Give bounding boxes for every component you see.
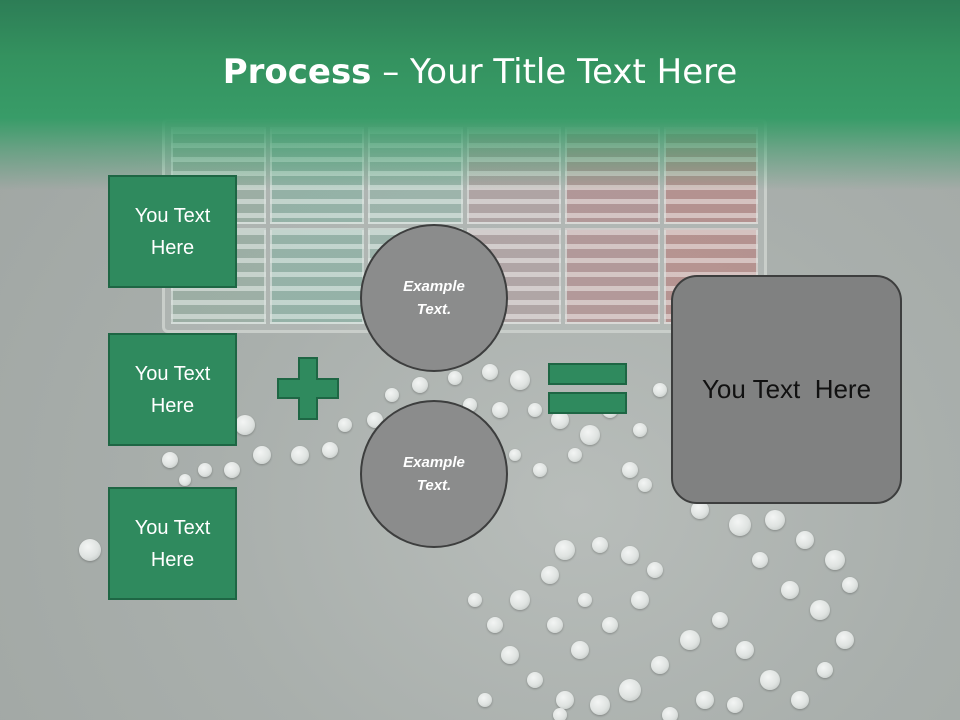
- sewing-button-image: [468, 593, 482, 607]
- sewing-button-image: [482, 364, 498, 380]
- sewing-button-image: [729, 514, 751, 536]
- sewing-button-image: [547, 617, 563, 633]
- sewing-button-image: [781, 581, 799, 599]
- title-rest: – Your Title Text Here: [371, 52, 738, 92]
- text-box-label: You Text Here: [135, 512, 211, 576]
- sewing-button-image: [568, 448, 582, 462]
- sewing-button-image: [198, 463, 212, 477]
- sewing-button-image: [791, 691, 809, 709]
- sewing-button-image: [533, 463, 547, 477]
- circle-label: Example Text.: [403, 275, 465, 321]
- sewing-button-image: [622, 462, 638, 478]
- sewing-button-image: [736, 641, 754, 659]
- sewing-button-image: [578, 593, 592, 607]
- tray-cell: [269, 227, 364, 324]
- sewing-button-image: [647, 562, 663, 578]
- sewing-button-image: [291, 446, 309, 464]
- sewing-button-image: [680, 630, 700, 650]
- text-box-3[interactable]: You Text Here: [108, 487, 237, 600]
- sewing-button-image: [592, 537, 608, 553]
- sewing-button-image: [602, 617, 618, 633]
- sewing-button-image: [510, 590, 530, 610]
- sewing-button-image: [696, 691, 714, 709]
- circle-line: Text.: [416, 477, 452, 494]
- sewing-button-image: [555, 540, 575, 560]
- sewing-button-image: [631, 591, 649, 609]
- sewing-button-image: [448, 371, 462, 385]
- example-circle-2[interactable]: Example Text.: [360, 400, 508, 548]
- sewing-button-image: [235, 415, 255, 435]
- circle-line: Example: [403, 454, 465, 471]
- sewing-button-image: [541, 566, 559, 584]
- sewing-button-image: [253, 446, 271, 464]
- sewing-button-image: [322, 442, 338, 458]
- sewing-button-image: [551, 411, 569, 429]
- sewing-button-image: [836, 631, 854, 649]
- sewing-button-image: [752, 552, 768, 568]
- text-box-line: You Text: [134, 516, 211, 539]
- sewing-button-image: [162, 452, 178, 468]
- text-box-2[interactable]: You Text Here: [108, 333, 237, 446]
- text-box-line: You Text: [134, 204, 211, 227]
- tray-cell: [565, 227, 660, 324]
- sewing-button-image: [621, 546, 639, 564]
- text-box-line: You Text: [134, 362, 211, 385]
- sewing-button-image: [487, 617, 503, 633]
- plus-icon: [277, 357, 339, 420]
- sewing-button-image: [492, 402, 508, 418]
- sewing-button-image: [727, 697, 743, 713]
- sewing-button-image: [691, 501, 709, 519]
- sewing-button-image: [179, 474, 191, 486]
- sewing-button-image: [79, 539, 101, 561]
- sewing-button-image: [580, 425, 600, 445]
- text-box-line: Here: [150, 236, 195, 259]
- circle-label: Example Text.: [403, 451, 465, 497]
- sewing-button-image: [638, 478, 652, 492]
- sewing-button-image: [653, 383, 667, 397]
- equals-bar-bottom: [548, 392, 627, 414]
- sewing-button-image: [765, 510, 785, 530]
- circle-line: Text.: [416, 301, 452, 318]
- sewing-button-image: [338, 418, 352, 432]
- text-box-label: You Text Here: [135, 200, 211, 264]
- result-label: You Text Here: [701, 374, 872, 404]
- text-box-label: You Text Here: [135, 358, 211, 422]
- title-bold: Process: [222, 52, 372, 92]
- sewing-button-image: [510, 370, 530, 390]
- sewing-button-image: [810, 600, 830, 620]
- sewing-button-image: [571, 641, 589, 659]
- sewing-button-image: [501, 646, 519, 664]
- sewing-button-image: [651, 656, 669, 674]
- equals-bar-top: [548, 363, 627, 385]
- sewing-button-image: [556, 691, 574, 709]
- text-box-1[interactable]: You Text Here: [108, 175, 237, 288]
- sewing-button-image: [527, 672, 543, 688]
- sewing-button-image: [662, 707, 678, 720]
- sewing-button-image: [478, 693, 492, 707]
- sewing-button-image: [619, 679, 641, 701]
- sewing-button-image: [528, 403, 542, 417]
- circle-line: Example: [403, 278, 465, 295]
- sewing-button-image: [509, 449, 521, 461]
- sewing-button-image: [796, 531, 814, 549]
- sewing-button-image: [385, 388, 399, 402]
- sewing-button-image: [842, 577, 858, 593]
- sewing-button-image: [224, 462, 240, 478]
- sewing-button-image: [590, 695, 610, 715]
- sewing-button-image: [817, 662, 833, 678]
- sewing-button-image: [633, 423, 647, 437]
- header-band: [0, 0, 960, 190]
- sewing-button-image: [553, 708, 567, 720]
- text-box-line: Here: [150, 548, 195, 571]
- sewing-button-image: [825, 550, 845, 570]
- sewing-button-image: [412, 377, 428, 393]
- example-circle-1[interactable]: Example Text.: [360, 224, 508, 372]
- text-box-line: Here: [150, 394, 195, 417]
- sewing-button-image: [760, 670, 780, 690]
- slide-title: Process – Your Title Text Here: [0, 52, 960, 92]
- sewing-button-image: [712, 612, 728, 628]
- result-box[interactable]: You Text Here: [671, 275, 902, 504]
